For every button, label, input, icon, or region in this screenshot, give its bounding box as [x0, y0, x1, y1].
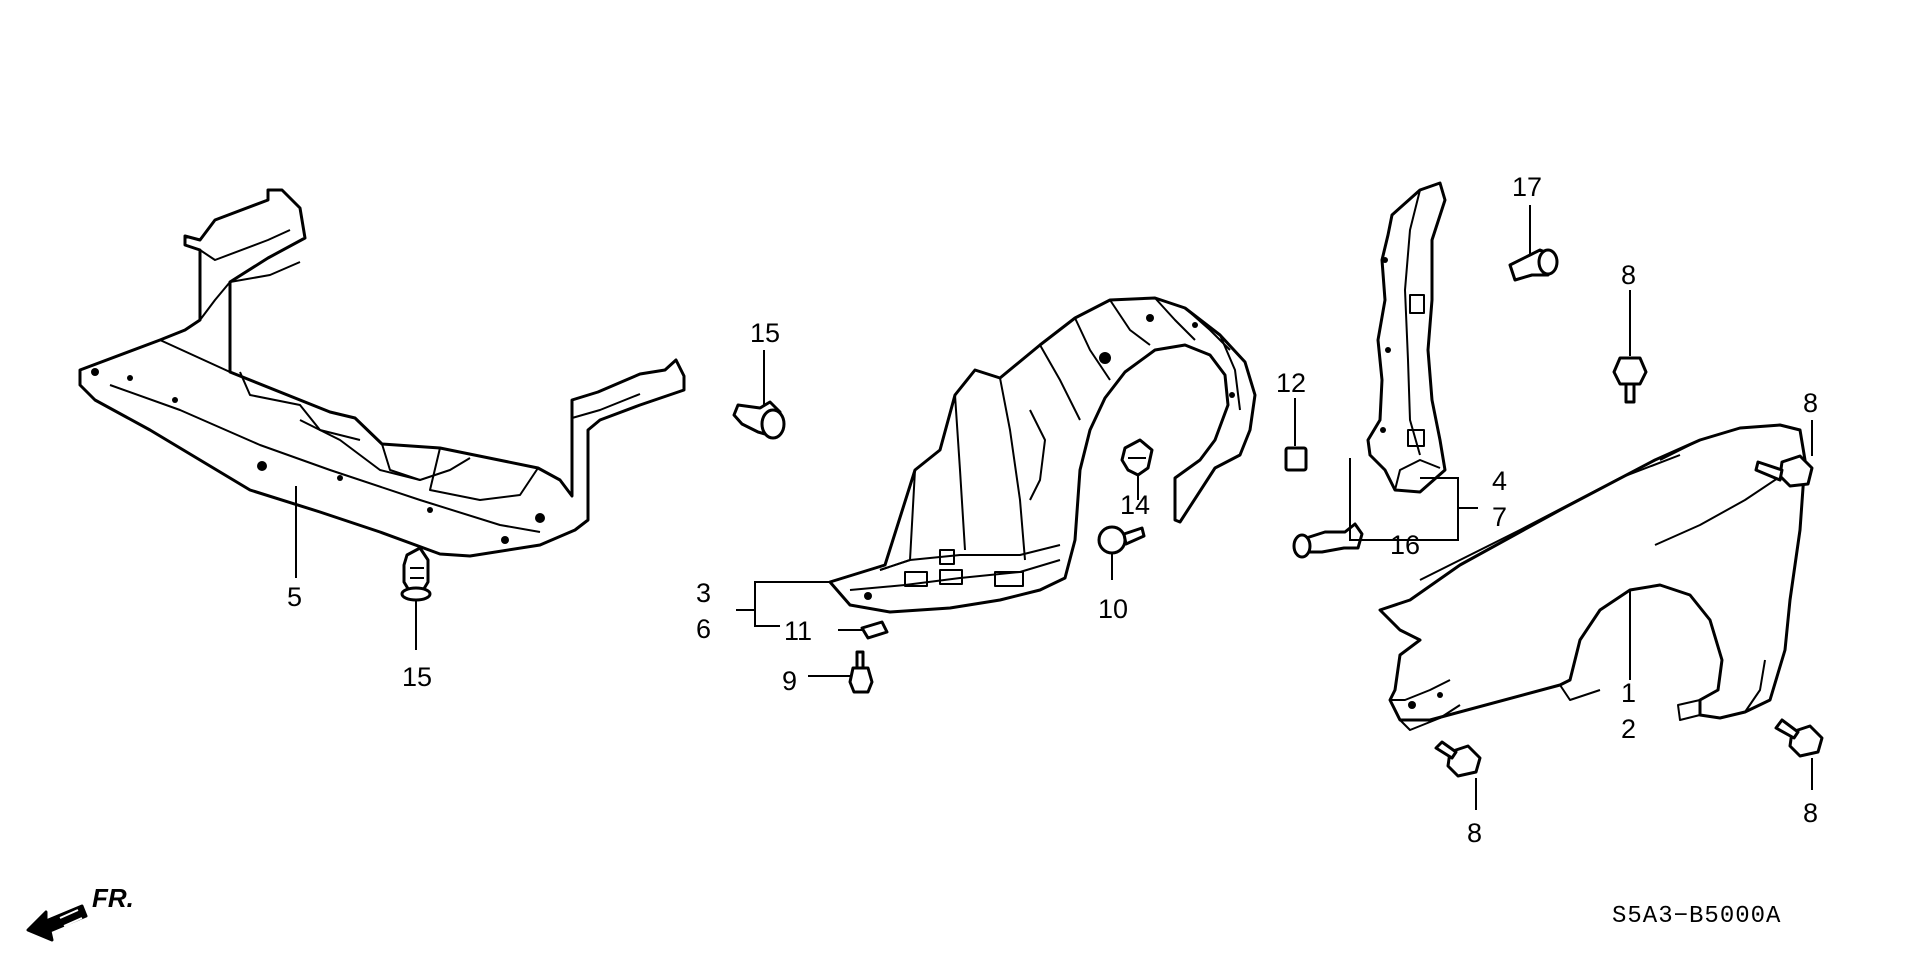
clip-15-upper [732, 400, 786, 440]
callout-11: 11 [784, 616, 812, 646]
callout-3: 3 [696, 578, 711, 608]
front-direction-label: FR. [92, 883, 134, 913]
fender-liner-part-3-6 [828, 296, 1257, 614]
callout-4: 4 [1492, 466, 1507, 496]
bolt-9 [848, 650, 874, 694]
callout-8-right: 8 [1803, 388, 1818, 418]
nut-12 [1284, 446, 1308, 472]
front-fender-part-1-2 [1378, 423, 1807, 731]
callout-15-lower: 15 [402, 662, 432, 692]
leader-lines [295, 205, 1813, 810]
fender-bracket-part-4-7 [1366, 181, 1447, 494]
bolt-8-right-upper [1754, 454, 1814, 488]
callout-2: 2 [1621, 714, 1636, 744]
clip-15-lower [400, 546, 432, 602]
under-cover-part-5 [78, 188, 686, 558]
callout-5: 5 [287, 582, 302, 612]
bolt-8-bottom-left [1434, 740, 1482, 778]
callout-10: 10 [1098, 594, 1128, 624]
clip-17 [1508, 248, 1559, 282]
callout-12: 12 [1276, 368, 1306, 398]
diagram-code: S5A3−B5000A [1612, 903, 1781, 930]
callout-16: 16 [1390, 530, 1420, 560]
callout-8-bottom-left: 8 [1467, 818, 1482, 848]
callout-9: 9 [782, 666, 797, 696]
callout-17: 17 [1512, 172, 1542, 202]
bolt-8-top [1612, 356, 1648, 404]
clip-nut-11 [860, 620, 889, 640]
callout-1: 1 [1621, 678, 1636, 708]
callout-8-bottom-right: 8 [1803, 798, 1818, 828]
callout-6: 6 [696, 614, 711, 644]
callout-14: 14 [1120, 490, 1150, 520]
clip-14 [1120, 438, 1154, 477]
screw-10 [1097, 525, 1146, 555]
front-direction-arrow: FR. [26, 883, 134, 942]
callout-8-top: 8 [1621, 260, 1636, 290]
callout-15-upper: 15 [750, 318, 780, 348]
callout-7: 7 [1492, 502, 1507, 532]
bolt-8-bottom-right [1774, 718, 1824, 758]
